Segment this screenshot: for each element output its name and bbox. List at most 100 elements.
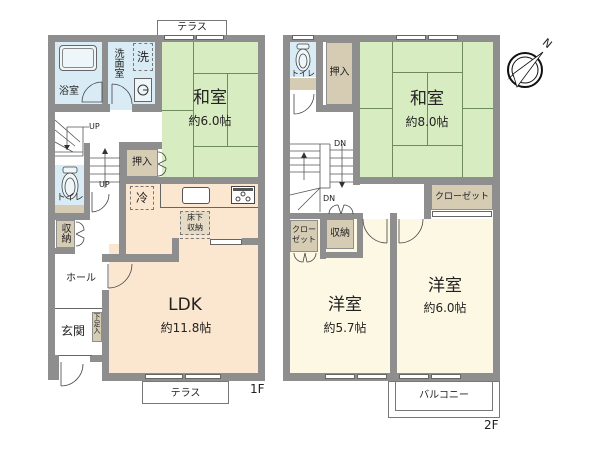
oshiire-1f xyxy=(126,149,158,177)
wall xyxy=(320,219,326,259)
wall xyxy=(493,35,500,381)
washitsu-8-label: 和室 xyxy=(410,89,444,109)
stairs-dn-label: DN xyxy=(323,194,336,203)
washroom-label: 洗面室 xyxy=(112,48,123,78)
wall xyxy=(353,42,360,185)
genkan-label: 玄関 xyxy=(60,324,85,338)
washitsu-size: 約6.0帖 xyxy=(188,114,232,128)
terrace-top-label: テラス xyxy=(177,22,207,33)
wall xyxy=(172,238,179,262)
wall xyxy=(102,290,109,380)
wall xyxy=(390,213,397,381)
youshitsu-right-size: 約6.0帖 xyxy=(423,301,467,315)
window xyxy=(399,374,429,379)
closet-right-2f xyxy=(431,184,493,210)
window xyxy=(431,374,461,379)
closet-left-2f xyxy=(290,220,318,252)
closet-door xyxy=(157,151,167,177)
wall xyxy=(102,373,265,381)
window xyxy=(428,35,458,40)
toilet-icon xyxy=(61,166,79,200)
washitsu-8 xyxy=(360,42,493,177)
wall xyxy=(283,35,290,381)
stairs-dn-label: DN xyxy=(334,139,347,148)
wall xyxy=(55,213,90,220)
getabako-label: 下足入 xyxy=(93,313,101,334)
wall xyxy=(55,104,110,112)
floor-label-1f: 1F xyxy=(250,382,265,396)
balcony-inner xyxy=(395,381,493,411)
wall xyxy=(119,177,265,184)
laundry-label: 洗 xyxy=(136,50,149,64)
laundry-space xyxy=(133,43,153,71)
terrace-bottom-label: テラス xyxy=(170,388,201,399)
wall xyxy=(48,35,55,380)
door-swing xyxy=(111,83,133,105)
wall xyxy=(155,42,162,112)
getabako xyxy=(92,312,102,342)
wall xyxy=(132,104,162,112)
window xyxy=(185,374,221,379)
stove-icon xyxy=(231,186,255,204)
wall xyxy=(90,355,109,362)
door-swing xyxy=(81,81,103,103)
closet-door xyxy=(328,204,354,215)
wall xyxy=(290,213,363,219)
door-swing xyxy=(362,218,388,244)
wall xyxy=(316,42,323,112)
window xyxy=(164,35,194,40)
wall xyxy=(48,35,265,42)
youshitsu-left-size: 約5.7帖 xyxy=(323,321,367,335)
wall xyxy=(119,184,126,254)
balcony-label: バルコニー xyxy=(419,390,469,401)
wall xyxy=(357,213,363,258)
shuno-2f-label: 収納 xyxy=(330,228,350,239)
window xyxy=(432,211,492,217)
wall xyxy=(326,252,363,258)
oshiire-label: 押入 xyxy=(132,157,152,168)
window xyxy=(325,374,355,379)
window xyxy=(292,35,314,40)
fridge-space xyxy=(130,186,154,210)
closet-door xyxy=(75,221,85,247)
toilet-counter xyxy=(55,205,84,213)
bath-label: 浴室 xyxy=(59,86,79,97)
wall xyxy=(119,142,162,149)
shuno-label: 収納 xyxy=(59,223,70,243)
wall xyxy=(102,42,108,108)
hall-label: ホール xyxy=(66,273,96,284)
oshiire-2f xyxy=(326,42,353,105)
youshitsu-left-label: 洋室 xyxy=(328,295,362,315)
youshitsu-right xyxy=(397,219,493,373)
closet-left-label: クローゼット xyxy=(292,225,316,245)
toilet-label: トイレ xyxy=(56,193,84,203)
wall xyxy=(242,238,258,245)
bathtub-inner xyxy=(62,48,94,68)
stairs-up-label: UP xyxy=(99,180,110,189)
ldk-room xyxy=(109,244,258,373)
underfloor-storage xyxy=(180,211,210,235)
wall xyxy=(55,248,75,254)
wall xyxy=(102,254,177,262)
window xyxy=(196,35,224,40)
closet-right-label: クローゼット xyxy=(434,192,489,202)
window xyxy=(210,239,242,245)
window xyxy=(396,35,426,40)
basin-icon xyxy=(137,84,149,96)
stairs-2f xyxy=(289,143,353,212)
toilet-2f-label: トイレ xyxy=(291,69,315,78)
window xyxy=(357,374,387,379)
window xyxy=(145,374,183,379)
ldk-size: 約11.8帖 xyxy=(160,321,212,335)
wall xyxy=(283,35,500,42)
kitchen-counter xyxy=(160,184,258,208)
washitsu-6 xyxy=(162,42,258,177)
entrance-door xyxy=(60,362,84,387)
bathtub xyxy=(59,45,97,71)
oshiire-2f-label: 押入 xyxy=(329,67,350,78)
wall xyxy=(424,177,431,219)
toilet-counter-2f xyxy=(290,78,316,90)
washitsu-label: 和室 xyxy=(193,88,227,108)
washitsu-8-size: 約8.0帖 xyxy=(405,115,449,129)
shuno-2f xyxy=(326,219,354,249)
